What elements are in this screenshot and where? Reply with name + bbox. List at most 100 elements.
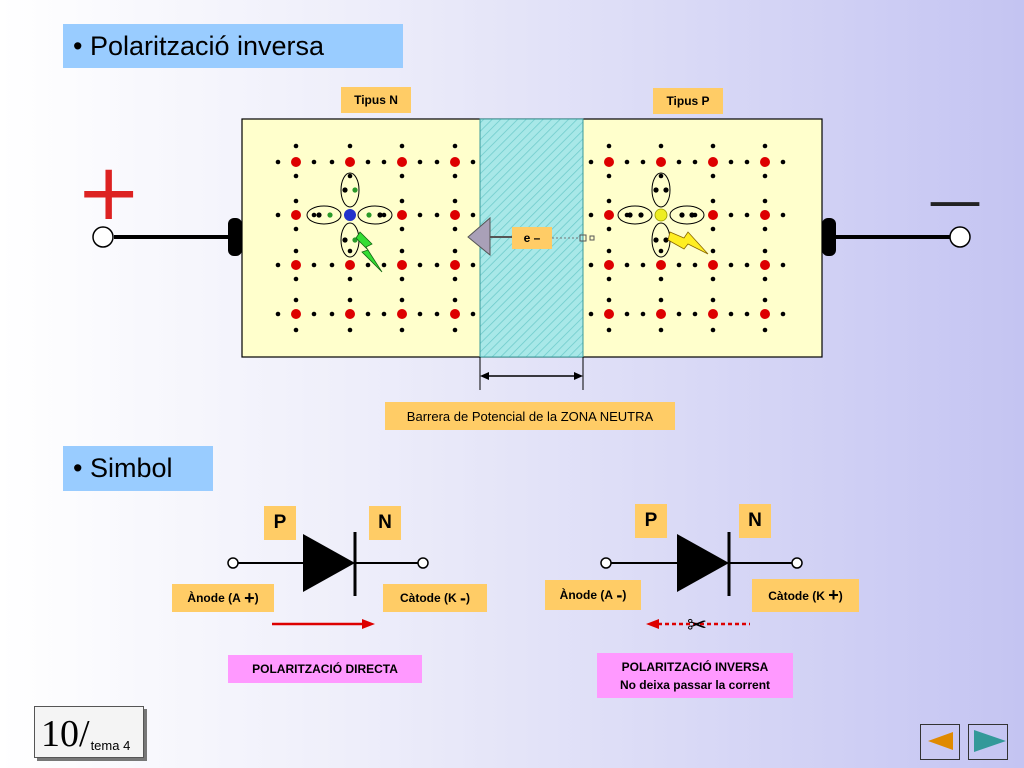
reverse-n-label: N <box>739 504 771 538</box>
electron-dot <box>728 311 734 317</box>
direct-anode-label: Ànode (A +) <box>172 584 274 612</box>
electron-dot <box>365 159 371 165</box>
electron-dot <box>452 173 458 179</box>
electron-dot <box>728 159 734 165</box>
reverse-caption: POLARITZACIÓ INVERSA No deixa passar la … <box>597 653 793 698</box>
lattice-atom <box>397 210 407 220</box>
electron-dot <box>640 159 646 165</box>
acceptor-atom <box>654 208 668 222</box>
lattice-atom <box>397 309 407 319</box>
electron-dot <box>624 262 630 268</box>
electron-dot <box>744 159 750 165</box>
electron-dot <box>744 212 750 218</box>
electron-dot <box>470 262 476 268</box>
electron-dot <box>399 248 405 254</box>
electron-dot <box>606 248 612 254</box>
electron-dot <box>347 327 353 333</box>
electron-dot <box>293 198 299 204</box>
lattice-atom <box>397 157 407 167</box>
electron-dot <box>606 143 612 149</box>
lattice-atom <box>760 210 770 220</box>
electron-dot <box>588 262 594 268</box>
lattice-atom <box>291 309 301 319</box>
electron-dot <box>275 311 281 317</box>
electron-dot <box>329 311 335 317</box>
lattice-atom <box>450 157 460 167</box>
electron-dot <box>640 262 646 268</box>
lattice-atom <box>450 309 460 319</box>
electron-dot <box>606 198 612 204</box>
electron-dot <box>452 248 458 254</box>
electron-dot <box>417 311 423 317</box>
electron-dot <box>347 276 353 282</box>
electron-dot <box>470 212 476 218</box>
electron-dot <box>381 212 387 218</box>
electron-dot <box>658 297 664 303</box>
reverse-cathode-label: Càtode (K +) <box>752 579 859 612</box>
next-slide-button[interactable] <box>968 724 1008 760</box>
electron-dot <box>381 311 387 317</box>
electron-dot <box>624 311 630 317</box>
lattice-atom <box>345 260 355 270</box>
prev-slide-button[interactable] <box>920 724 960 760</box>
electron-dot <box>676 311 682 317</box>
electron-dot <box>311 262 317 268</box>
electron-dot <box>399 173 405 179</box>
electron-dot <box>399 276 405 282</box>
electron-dot <box>365 262 371 268</box>
electron-dot <box>434 311 440 317</box>
electron-dot <box>347 173 353 179</box>
electron-dot <box>780 311 786 317</box>
electron-label: e – <box>523 231 541 245</box>
electron-dot <box>452 198 458 204</box>
heading-symbol: • Simbol <box>63 446 213 491</box>
page-number: 10/ tema 4 <box>34 706 144 758</box>
electron-dot <box>676 159 682 165</box>
electron-dot <box>762 198 768 204</box>
direct-caption: POLARITZACIÓ DIRECTA <box>228 655 422 683</box>
electron-dot <box>762 327 768 333</box>
lattice-atom <box>656 309 666 319</box>
electron-dot <box>399 327 405 333</box>
electron-dot <box>381 262 387 268</box>
p-type-lattice <box>588 143 786 333</box>
electron-dot <box>658 248 664 254</box>
reverse-p-label: P <box>635 504 667 538</box>
lattice-atom <box>450 260 460 270</box>
electron-dot <box>452 226 458 232</box>
electron-dot <box>710 143 716 149</box>
electron-dot <box>588 159 594 165</box>
electron-dot <box>365 311 371 317</box>
neutral-zone-label: Barrera de Potencial de la ZONA NEUTRA <box>385 402 675 430</box>
lattice-atom <box>760 309 770 319</box>
electron-dot <box>347 143 353 149</box>
triangle-left-icon <box>928 732 953 750</box>
electron-dot <box>606 173 612 179</box>
electron-dot <box>762 248 768 254</box>
left-connector <box>92 226 114 248</box>
lattice-atom <box>345 309 355 319</box>
lattice-atom <box>291 157 301 167</box>
electron-dot <box>452 297 458 303</box>
direct-n-label: N <box>369 506 401 540</box>
diode-reverse-symbol <box>600 532 803 596</box>
electron-dot <box>588 212 594 218</box>
lattice-atom <box>604 210 614 220</box>
electron-dot <box>780 159 786 165</box>
electron-dot <box>658 143 664 149</box>
donor-atom-group <box>306 172 393 273</box>
heading-symbol-text: • Simbol <box>73 453 173 483</box>
minus-sign: — <box>928 169 982 232</box>
electron-dot <box>676 262 682 268</box>
lattice-atom <box>708 309 718 319</box>
lattice-atom <box>291 210 301 220</box>
electron-dot <box>417 262 423 268</box>
electron-dot <box>780 212 786 218</box>
lattice-atom <box>760 260 770 270</box>
electron-dot <box>293 276 299 282</box>
electron-dot <box>311 159 317 165</box>
lattice-atom <box>450 210 460 220</box>
right-terminal <box>822 218 836 256</box>
electron-dot <box>311 212 317 218</box>
